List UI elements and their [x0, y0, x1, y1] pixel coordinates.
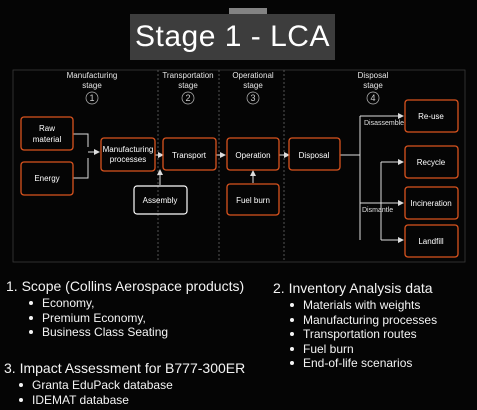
box-reuse: Re-use: [404, 99, 459, 133]
stage-number-circle: [85, 91, 99, 105]
svg-text:4: 4: [370, 93, 375, 103]
svg-text:Transport: Transport: [172, 151, 207, 160]
svg-text:Operation: Operation: [235, 151, 270, 160]
list-item: Materials with weights: [285, 298, 437, 313]
svg-text:stage: stage: [363, 81, 383, 90]
svg-text:1: 1: [89, 93, 94, 103]
branch-label-dismantle: Dismantle: [362, 207, 393, 214]
list-item: Economy,: [24, 296, 244, 311]
box-transport: Transport: [162, 137, 217, 171]
svg-text:Disposal: Disposal: [299, 151, 330, 160]
svg-text:Manufacturing: Manufacturing: [103, 145, 154, 154]
scope-heading: 1. Scope (Collins Aerospace products): [6, 278, 245, 294]
branch-label-disassemble: Disassemble: [364, 120, 404, 127]
stage-label-operational: Operational stage 3: [232, 71, 274, 105]
title-tape: [229, 8, 267, 18]
impact-section: 3. Impact Assessment for B777-300ER Gran…: [4, 360, 245, 407]
list-item: Granta EduPack database: [14, 378, 245, 393]
box-energy: Energy: [20, 161, 74, 196]
list-item: Transportation routes: [285, 327, 437, 342]
box-raw-material: Raw material: [20, 116, 74, 151]
box-disposal: Disposal: [288, 137, 341, 171]
stage-dividers: [157, 70, 285, 262]
lca-flow-diagram: Manufacturing stage 1 Transportation sta…: [12, 69, 466, 263]
box-operation: Operation: [226, 137, 280, 171]
svg-text:Raw: Raw: [39, 124, 55, 133]
box-recycle: Recycle: [404, 145, 459, 179]
diagram-frame: [12, 69, 466, 263]
svg-text:Manufacturing: Manufacturing: [67, 71, 118, 80]
box-landfill: Landfill: [404, 224, 459, 258]
page-title: Stage 1 - LCA: [130, 14, 335, 60]
impact-heading: 3. Impact Assessment for B777-300ER: [4, 360, 246, 376]
svg-text:Disposal: Disposal: [358, 71, 389, 80]
svg-text:processes: processes: [110, 155, 146, 164]
stage-number-circle: [181, 91, 195, 105]
svg-text:Operational: Operational: [232, 71, 274, 80]
inventory-heading: 2. Inventory Analysis data: [273, 280, 433, 296]
connectors: [73, 113, 404, 243]
stage-number-circle: [366, 91, 380, 105]
svg-text:Recycle: Recycle: [417, 158, 446, 167]
svg-text:Fuel burn: Fuel burn: [236, 196, 270, 205]
svg-text:stage: stage: [243, 81, 263, 90]
stage-label-disposal: Disposal stage 4: [358, 71, 389, 105]
svg-text:Landfill: Landfill: [418, 237, 444, 246]
box-incineration: Incineration: [404, 186, 459, 220]
svg-text:Re-use: Re-use: [418, 112, 444, 121]
svg-text:Assembly: Assembly: [143, 196, 178, 205]
svg-text:Incineration: Incineration: [410, 199, 451, 208]
list-item: Business Class Seating: [24, 325, 244, 340]
svg-text:3: 3: [250, 93, 255, 103]
svg-text:Energy: Energy: [34, 174, 59, 183]
stage-number-circle: [246, 91, 260, 105]
stage-label-manufacturing: Manufacturing stage 1: [67, 71, 118, 105]
list-item: Premium Economy,: [24, 311, 244, 326]
box-manufacturing-processes: Manufacturing processes: [100, 137, 156, 172]
scope-section: 1. Scope (Collins Aerospace products) Ec…: [6, 278, 244, 340]
svg-text:stage: stage: [178, 81, 198, 90]
svg-text:2: 2: [185, 93, 190, 103]
svg-text:Transportation: Transportation: [162, 71, 213, 80]
list-item: End-of-life scenarios: [285, 356, 437, 371]
svg-text:stage: stage: [82, 81, 102, 90]
inventory-section: 2. Inventory Analysis data Materials wit…: [273, 280, 437, 371]
stage-label-transportation: Transportation stage 2: [162, 71, 214, 105]
list-item: IDEMAT database: [14, 393, 245, 408]
box-fuel-burn: Fuel burn: [226, 183, 280, 216]
svg-text:material: material: [33, 135, 62, 144]
box-assembly: Assembly: [133, 185, 188, 215]
list-item: Manufacturing processes: [285, 313, 437, 328]
list-item: Fuel burn: [285, 342, 437, 357]
